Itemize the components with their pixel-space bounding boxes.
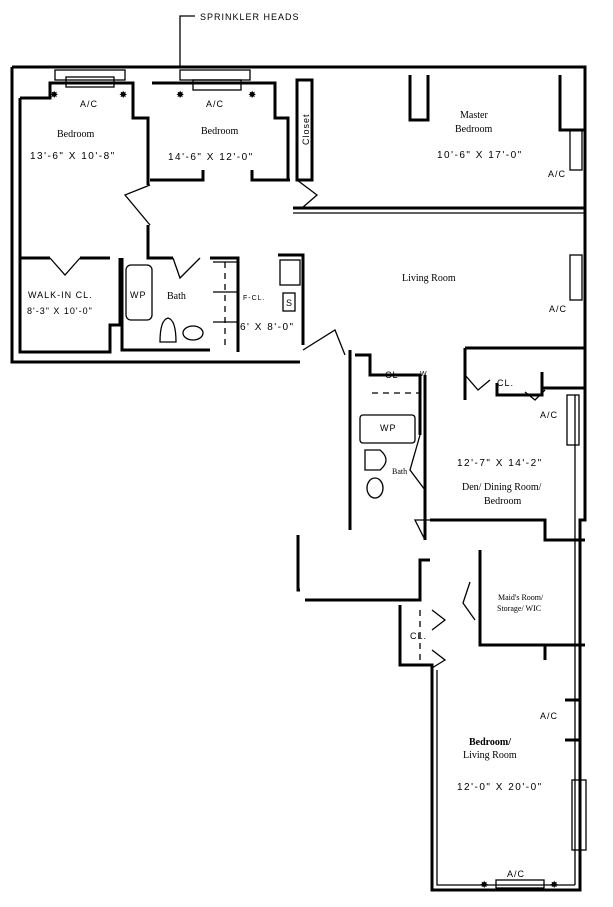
ac-unit	[192, 79, 242, 91]
den-label: Bedroom	[484, 496, 521, 507]
windows	[54, 69, 587, 889]
toilet-1	[159, 317, 177, 343]
whirlpool-tub-1	[125, 264, 153, 321]
ac-label: A/C	[548, 169, 566, 179]
f-closet-dims: 6' X 8'-0"	[240, 322, 295, 333]
bedroom-1-dims: 13'-6" X 10'-8"	[30, 151, 116, 162]
ac-label: A/C	[507, 869, 525, 879]
closet-2-label: CL.	[497, 378, 514, 388]
closet-3-label: CL.	[410, 631, 427, 641]
sink-3	[366, 477, 384, 499]
sprinkler-heads: ✸ ✸ ✸ ✸ ✸ ✸	[50, 90, 558, 891]
bedroom-living-dims: 12'-0" X 20'-0"	[457, 782, 543, 793]
ac-label: A/C	[80, 99, 98, 109]
sink-label: S	[286, 298, 293, 308]
master-bedroom-label: Master	[460, 110, 488, 121]
bath-1-label: Bath	[167, 291, 186, 302]
door-swings	[49, 179, 546, 669]
maids-room-label: Maid's Room/	[498, 593, 544, 602]
ac-label: A/C	[540, 410, 558, 420]
den-dims: 12'-7" X 14'-2"	[457, 458, 543, 469]
sprinkler-icon: ✸	[119, 90, 127, 101]
whirlpool-tub-2	[359, 414, 416, 444]
bedroom-1-label: Bedroom	[57, 129, 94, 140]
whirlpool-label: WP	[380, 423, 397, 433]
master-bedroom-dims: 10'-6" X 17'-0"	[437, 150, 523, 161]
sprinkler-icon: ✸	[480, 880, 488, 891]
walk-in-closet-dims: 8'-3" X 10'-0"	[27, 306, 93, 316]
ac-label: A/C	[540, 711, 558, 721]
bedroom-living-label: Living Room	[463, 750, 517, 761]
f-closet-label: F-CL.	[243, 295, 266, 302]
den-label: Den/ Dining Room/	[462, 482, 542, 493]
closet-label: Closet	[301, 113, 311, 145]
sprinkler-icon: ✸	[50, 90, 58, 101]
sink-1	[182, 325, 204, 341]
ac-label: A/C	[549, 304, 567, 314]
ac-label: A/C	[206, 99, 224, 109]
sprinkler-icon: ✸	[550, 880, 558, 891]
sink-2	[282, 292, 296, 312]
bath-2-label: Bath	[392, 467, 407, 476]
master-bedroom-label: Bedroom	[455, 124, 492, 135]
walk-in-closet-label: WALK-IN CL.	[28, 290, 93, 300]
interior-walls	[18, 75, 587, 742]
bedroom-2-label: Bedroom	[201, 126, 238, 137]
sprinkler-icon: ✸	[176, 90, 184, 101]
sprinkler-icon: ✸	[248, 90, 256, 101]
sprinkler-leader-line	[179, 15, 195, 66]
toilet-2	[364, 449, 387, 471]
living-room-label: Living Room	[402, 273, 456, 284]
washer-label: W	[420, 371, 428, 378]
maids-room-label: Storage/ WIC	[497, 604, 541, 613]
fixtures	[65, 76, 421, 665]
ac-unit	[65, 76, 115, 88]
sprinkler-heads-label: SPRINKLER HEADS	[200, 12, 300, 22]
exterior-walls	[10, 65, 587, 892]
closet-w-label: CL	[385, 370, 399, 380]
whirlpool-label: WP	[130, 290, 147, 300]
bedroom-2-dims: 14'-6" X 12'-0"	[168, 152, 254, 163]
bedroom-living-label: Bedroom/	[469, 737, 511, 748]
